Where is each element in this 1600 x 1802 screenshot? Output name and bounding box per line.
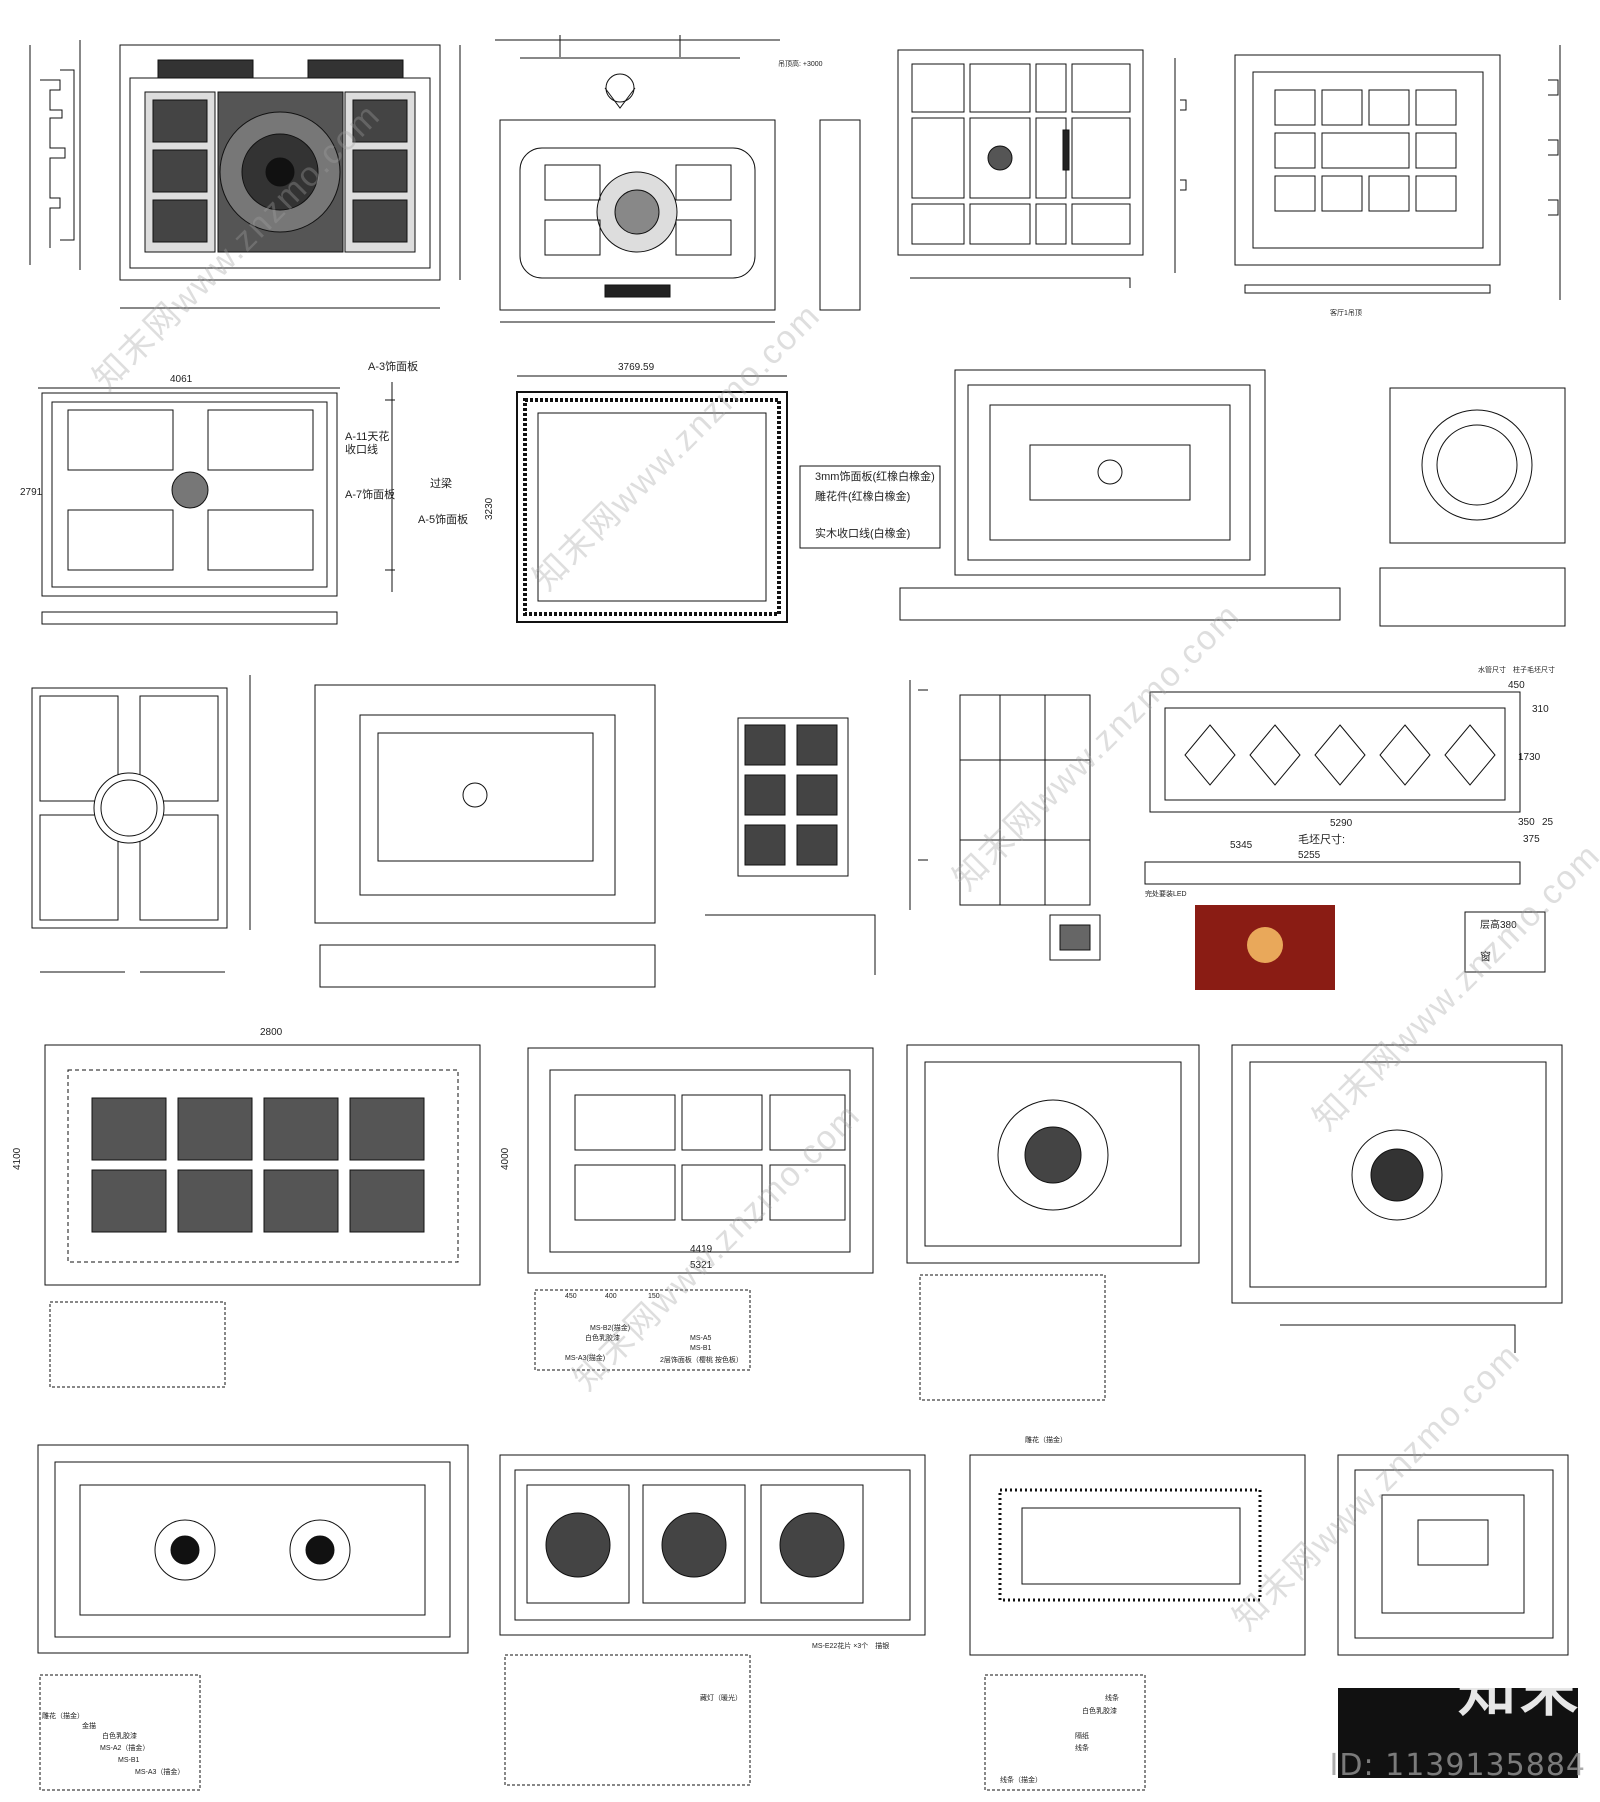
ceiling-plan-elevation-grid [909,680,1101,961]
ceiling-plan-terrazzo [1231,1044,1563,1353]
dim-4100: 4100 [12,1147,23,1170]
label-diaohua-jin: 雕花（描金） [42,1711,84,1720]
ceiling-plan-double-medallion: 雕花（描金） 金描 白色乳胶漆 MS-A2（描金） MS-B1 MS-A3（描金… [37,1444,469,1791]
dim-height-2: 3230 [484,497,495,520]
ceiling-plan-square-notch [1337,1454,1578,1778]
dim-2800: 2800 [260,1027,283,1038]
ceiling-plan-chandelier: 吊顶高: +3000 [495,35,861,323]
label-white-latex-b: 白色乳胶漆 [585,1333,620,1342]
note-3mm: 3mm饰面板(红橡白橡金) [815,469,935,483]
label-gesu: 隔纸 [1075,1731,1089,1740]
ceiling-plan-dotted-frame: 雕花（描金） 线条 白色乳胶漆 隔纸 线条 线条（描金） [969,1435,1306,1791]
ceiling-plan-8-rosette: 2800 4100 [12,1027,481,1388]
label-ms-b1b: MS-B1 [690,1345,712,1352]
label-ms-a3: MS-A3（描金） [135,1767,184,1776]
label-layer: 2层饰面板（樱桃 按色板） [660,1355,743,1364]
ceiling-plan-ornate [119,44,461,309]
section-detail-1 [29,40,81,270]
ceiling-plan-6-panel: 4000 4419 5321 450 400 150 白色乳胶漆 MS-B2(描… [500,1047,874,1371]
pipe-size-label: 水管尺寸 [1478,665,1506,674]
dim-150: 150 [648,1293,660,1300]
dim-310: 310 [1532,704,1549,715]
label-jinxian: 金描 [82,1721,96,1730]
dim-5321: 5321 [690,1260,713,1271]
ceiling-plan-four-panel: 4061 2791 A-3饰面板 A-11天花 收口线 A-7饰面板 过梁 A-… [20,359,468,625]
label-ms-e22: MS-E22花片 ×3个 描银 [812,1641,889,1650]
label-cangdeng: 藏灯（暖光） [700,1693,742,1702]
living-room-label: 客厅1吊顶 [1330,308,1362,317]
ceiling-plan-grid-4x3: 客厅1吊顶 [1234,45,1561,317]
dim-400: 400 [605,1293,617,1300]
label-ms-a3b: MS-A3(描金) [565,1353,605,1362]
dim-4000: 4000 [500,1147,511,1170]
ceiling-plan-three-rosette: MS-E22花片 ×3个 描银 藏灯（暖光） [499,1454,926,1786]
label-ms-b1: MS-B1 [118,1757,140,1764]
label-ms-b2: MS-B2(描金) [590,1323,630,1332]
ceiling-plan-notched [314,684,656,988]
note-solidwood: 实木收口线(白橡金) [815,526,910,540]
ceiling-plan-round-medallion [906,1044,1200,1401]
label-ms-a2: MS-A2（描金） [100,1743,149,1752]
ceiling-plan-tray [899,369,1341,621]
column-blank-label: 柱子毛坯尺寸 [1513,665,1555,674]
dim-4419: 4419 [690,1244,713,1255]
callout-a11-2: 收口线 [345,442,378,456]
note-carving: 雕花件(红橡白橡金) [815,489,910,503]
label-white-latex: 白色乳胶漆 [102,1731,137,1740]
ceiling-plan-circle-cross [31,675,251,973]
dim-5290: 5290 [1330,818,1353,829]
window-label: 窗 [1480,949,1491,963]
led-note: 完处要装LED [1145,889,1187,898]
ceiling-plan-diamond: 水管尺寸 柱子毛坯尺寸 5290 310 450 1730 350 25 375… [1144,665,1555,990]
callout-a3: A-3饰面板 [368,359,418,373]
dim-25: 25 [1542,817,1554,828]
ceiling-plan-carved-border: 3769.59 3230 3mm饰面板(红橡白橡金) 雕花件(红橡白橡金) 实木… [484,362,941,623]
dim-5255: 5255 [1298,850,1321,861]
ceiling-plan-grid-3x3 [897,49,1187,288]
label-xiantiao-jin: 线条（描金） [1000,1775,1042,1784]
dim-450b: 450 [565,1293,577,1300]
dim-width-2: 3769.59 [618,362,655,373]
dim-height: 2791 [20,487,43,498]
callout-a5: A-5饰面板 [418,512,468,526]
dim-450: 450 [1508,680,1525,691]
dim-1730: 1730 [1518,752,1541,763]
label-xiantiao: 线条 [1105,1693,1119,1702]
ceiling-height-label: 吊顶高: +3000 [778,59,823,68]
brand-logo: 知末 [1457,1656,1582,1724]
label-ms-a5: MS-A5 [690,1335,712,1342]
ceiling-plan-round [1379,387,1566,627]
dim-5345: 5345 [1230,840,1253,851]
label-diaohua-top: 雕花（描金） [1025,1435,1067,1444]
dim-350: 350 [1518,817,1535,828]
callout-beam: 过梁 [430,476,452,490]
ceiling-plan-six-rosette [705,717,876,975]
dim-375: 375 [1523,834,1540,845]
image-id-label: ID: 1139135884 [1329,1748,1586,1783]
callout-a7: A-7饰面板 [345,487,395,501]
callout-a11-1: A-11天花 [345,430,389,443]
floor-height-label: 层高380 [1480,918,1517,931]
dim-width: 4061 [170,374,193,385]
blank-size-label: 毛坯尺寸: [1298,832,1345,846]
label-xiantiao2: 线条 [1075,1743,1089,1752]
label-white-latex2: 白色乳胶漆 [1082,1706,1117,1715]
